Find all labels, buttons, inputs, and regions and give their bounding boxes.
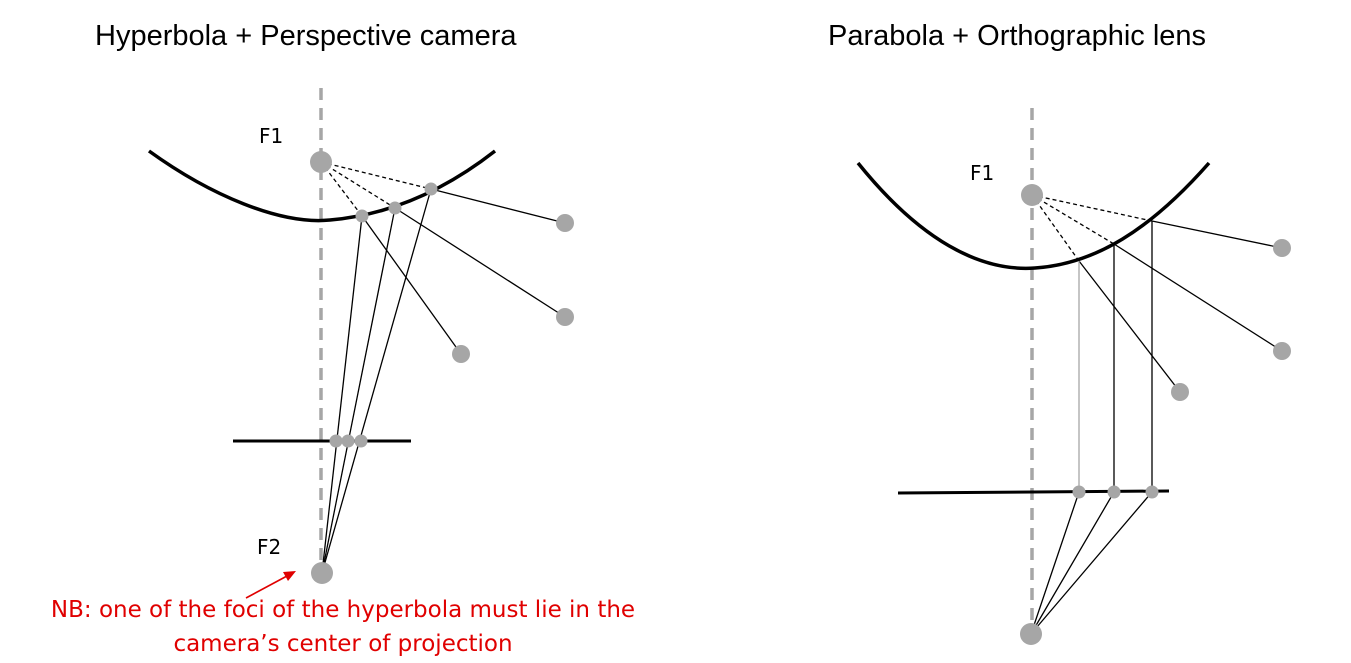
left-focus-f2-point [311, 562, 333, 584]
left-world-ray [430, 188, 566, 224]
left-panel: Hyperbola + Perspective camera [51, 20, 635, 657]
left-world-point [556, 214, 574, 232]
left-dashed-ray [320, 161, 432, 190]
left-points [310, 151, 574, 584]
left-world-point [556, 308, 574, 326]
note-line-2: camera’s center of projection [173, 631, 512, 657]
right-points [1020, 184, 1291, 645]
right-converging-rays [1030, 491, 1153, 635]
right-converging-ray [1030, 491, 1153, 635]
note-line-1: NB: one of the foci of the hyperbola mus… [51, 597, 635, 623]
left-focus-f2-label: F2 [257, 535, 281, 559]
right-world-rays [1078, 220, 1283, 393]
right-focus-f1-point [1021, 184, 1043, 206]
left-world-ray [394, 207, 566, 318]
right-panel-title: Parabola + Orthographic lens [828, 20, 1206, 52]
left-focus-f1-label: F1 [259, 124, 283, 148]
right-image-point [1107, 485, 1121, 499]
left-reflected-ray [321, 207, 396, 574]
left-reflected-ray [321, 215, 363, 574]
right-world-ray [1078, 260, 1181, 393]
right-orthographic-rays [1078, 221, 1153, 492]
right-image-plane [897, 489, 1170, 495]
left-mirror-point [424, 182, 438, 196]
right-converging-ray [1030, 491, 1115, 635]
left-mirror-point [355, 209, 369, 223]
right-dashed-ray [1031, 194, 1153, 222]
left-reflected-ray [321, 188, 432, 574]
left-dashed-rays [320, 161, 432, 217]
left-dashed-ray [320, 161, 363, 217]
left-panel-title: Hyperbola + Perspective camera [95, 20, 517, 52]
note-arrow-head [283, 571, 296, 581]
right-image-point [1072, 485, 1086, 499]
right-dashed-ray [1031, 194, 1115, 245]
left-world-ray [361, 215, 462, 355]
right-dashed-rays [1031, 194, 1153, 262]
right-world-ray [1113, 243, 1283, 352]
left-world-point [452, 345, 470, 363]
left-image-point [341, 434, 355, 448]
right-dashed-ray [1031, 194, 1080, 262]
left-image-point [329, 434, 343, 448]
left-focus-f1-point [310, 151, 332, 173]
right-image-point [1145, 485, 1159, 499]
left-image-point [354, 434, 368, 448]
right-world-point [1171, 383, 1189, 401]
note-arrow-shaft [245, 575, 288, 599]
right-converging-ray [1030, 491, 1080, 635]
right-world-point [1273, 239, 1291, 257]
parabolic-mirror [856, 161, 1211, 271]
note-arrow [245, 571, 296, 599]
right-focus-f1-label: F1 [970, 161, 994, 185]
hyperbolic-mirror [147, 149, 497, 223]
left-mirror-point [388, 201, 402, 215]
right-world-ray [1151, 220, 1283, 249]
left-world-rays [361, 188, 566, 355]
left-dashed-ray [320, 161, 396, 209]
right-bottom-point [1020, 623, 1042, 645]
right-world-point [1273, 342, 1291, 360]
right-panel: Parabola + Orthographic lens [828, 20, 1291, 645]
left-reflected-rays [321, 188, 432, 574]
